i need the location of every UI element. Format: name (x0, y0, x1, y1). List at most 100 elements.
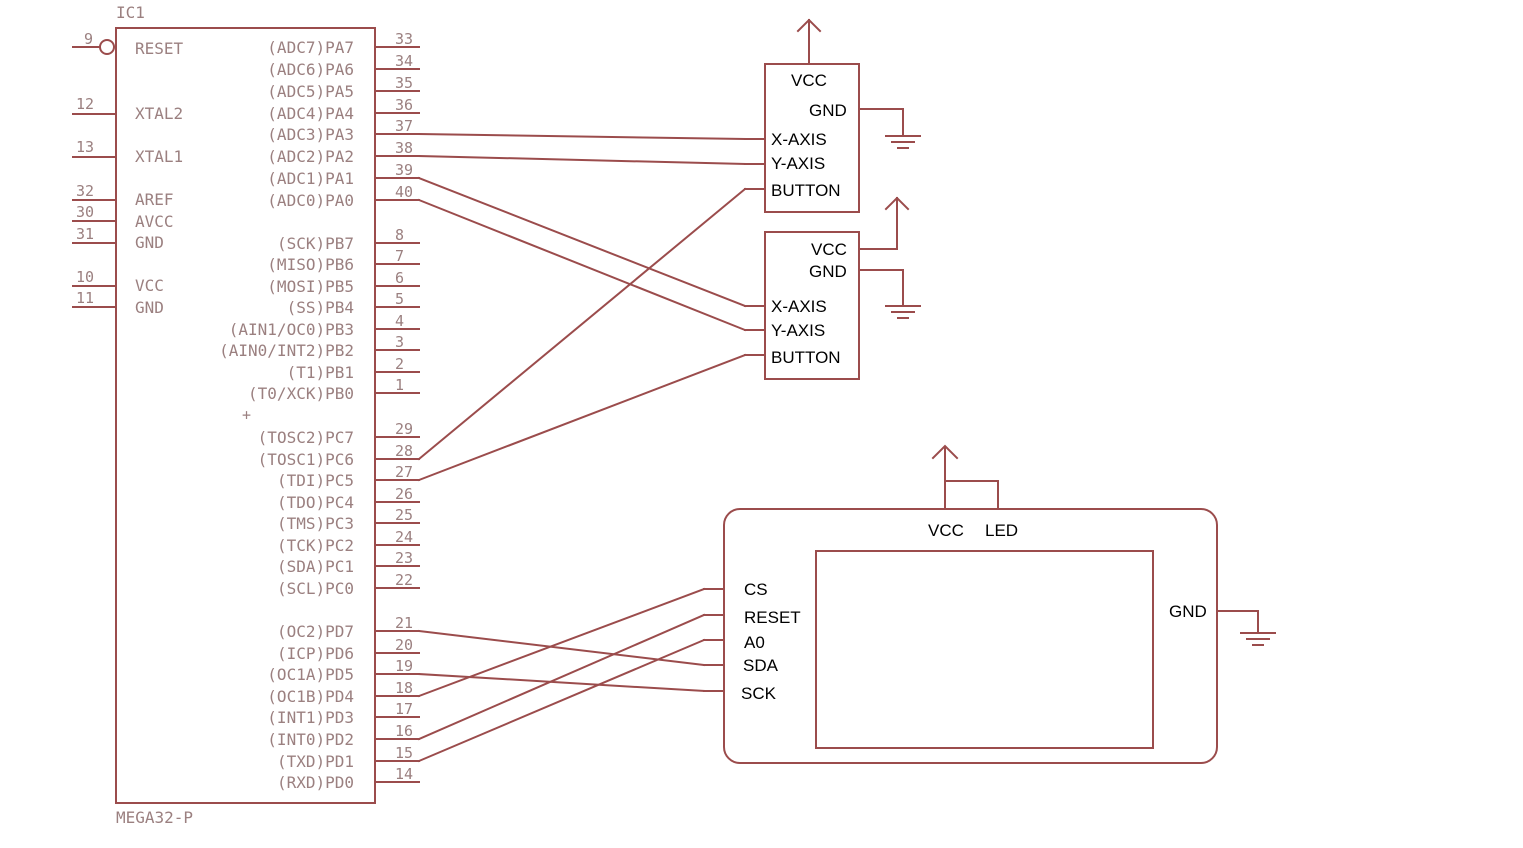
pin-label: AREF (135, 190, 174, 209)
gnd-wire (1216, 610, 1259, 634)
wire-pd2-reset (417, 613, 706, 741)
pin-label: (TMS)PC3 (277, 514, 354, 533)
pin-number: 40 (395, 183, 413, 201)
lcd-sda-label: SDA (743, 656, 779, 675)
pin-number: 24 (395, 528, 413, 546)
pin-label: (TOSC1)PC6 (258, 450, 354, 469)
vcc-led-wire (944, 480, 999, 510)
pin-number: 33 (395, 30, 413, 48)
pin-label: (T1)PB1 (287, 363, 354, 382)
joystick-1-x-label: X-AXIS (771, 130, 827, 149)
lcd-vcc-label: VCC (928, 521, 964, 540)
pin-number: 27 (395, 463, 413, 481)
pin-label: (INT1)PD3 (267, 708, 354, 727)
pin-number: 32 (76, 182, 94, 200)
pin-label: XTAL2 (135, 104, 183, 123)
ic-part: MEGA32-P (116, 808, 193, 827)
pin-label: (SDA)PC1 (277, 557, 354, 576)
lcd-body (723, 508, 1218, 764)
pin-number: 30 (76, 203, 94, 221)
pin-label: (RXD)PD0 (277, 773, 354, 792)
pin-label: (SCK)PB7 (277, 234, 354, 253)
wire-pa3-x1 (417, 132, 747, 141)
joystick-1-gnd-label: GND (809, 101, 847, 120)
joystick-2: VCC GND X-AXIS Y-AXIS BUTTON (744, 196, 921, 380)
wire-pd5-sck (417, 672, 706, 693)
origin-cross: + (242, 406, 251, 424)
lcd-reset-label: RESET (744, 608, 801, 627)
pin-number: 31 (76, 225, 94, 243)
lcd-gnd-label: GND (1169, 602, 1207, 621)
ic-body (115, 27, 376, 804)
pin-number: 35 (395, 74, 413, 92)
pin-number: 5 (395, 290, 404, 308)
wire-pa1-x2 (417, 176, 747, 308)
pin-label: (ADC7)PA7 (267, 38, 354, 57)
pin-label: (SS)PB4 (287, 298, 354, 317)
pin-number: 22 (395, 571, 413, 589)
pin-number: 1 (395, 376, 404, 394)
pin-number: 12 (76, 95, 94, 113)
lcd-a0-label: A0 (744, 633, 765, 652)
pin-label: (TDI)PC5 (277, 471, 354, 490)
lcd-sck-label: SCK (741, 684, 777, 703)
pin-label: (T0/XCK)PB0 (248, 384, 354, 403)
pin-label: (OC2)PD7 (277, 622, 354, 641)
pin-label: AVCC (135, 212, 174, 231)
pin-number: 13 (76, 138, 94, 156)
vcc-arrow-icon (931, 444, 959, 460)
pin-label: (INT0)PD2 (267, 730, 354, 749)
lcd-module: VCC LED GND CS RESET A0 SDA SCK (703, 444, 1276, 764)
pin-number: 36 (395, 96, 413, 114)
lcd-cs-label: CS (744, 580, 768, 599)
pin-number: 37 (395, 117, 413, 135)
pin-label: (TXD)PD1 (277, 752, 354, 771)
pin-label: GND (135, 298, 164, 317)
pin-number: 26 (395, 485, 413, 503)
lcd-led-label: LED (985, 521, 1018, 540)
pin-label: RESET (135, 39, 184, 58)
pin-label: (ADC3)PA3 (267, 125, 354, 144)
ic-right-pins: 33(ADC7)PA734(ADC6)PA635(ADC5)PA536(ADC4… (219, 30, 420, 792)
pin-label: (TOSC2)PC7 (258, 428, 354, 447)
nets (417, 132, 747, 763)
pin-number: 18 (395, 679, 413, 697)
joystick-2-vcc-label: VCC (811, 240, 847, 259)
wire-pa2-y1 (417, 154, 747, 166)
pin-number: 14 (395, 765, 413, 783)
wire-pa0-y2 (417, 198, 747, 332)
pin-number: 10 (76, 268, 94, 286)
wire-pd1-a0 (417, 638, 706, 763)
pin-label: (ADC5)PA5 (267, 82, 354, 101)
pin-number: 8 (395, 226, 404, 244)
pin-label: (ADC0)PA0 (267, 191, 354, 210)
pin-number: 39 (395, 161, 413, 179)
vcc-arrow-icon (796, 18, 822, 33)
joystick-1-y-label: Y-AXIS (771, 154, 825, 173)
pin-label: (OC1A)PD5 (267, 665, 354, 684)
joystick-1-vcc-label: VCC (791, 71, 827, 90)
pin-number: 21 (395, 614, 413, 632)
inversion-bubble (99, 39, 115, 55)
lcd-screen (815, 550, 1154, 749)
pin-label: (SCL)PC0 (277, 579, 354, 598)
ic-left-pins: 9 RESET 12 XTAL2 13 XTAL1 32 AREF 30 AVC… (72, 30, 184, 317)
joystick-2-x-label: X-AXIS (771, 297, 827, 316)
pin-number: 7 (395, 247, 404, 265)
vcc-arrow-icon (884, 196, 910, 211)
pin-label: (TDO)PC4 (277, 493, 354, 512)
pin-number: 16 (395, 722, 413, 740)
pin-label: GND (135, 233, 164, 252)
pin-label: (ADC6)PA6 (267, 60, 354, 79)
pin-number: 17 (395, 700, 413, 718)
pin-label: (OC1B)PD4 (267, 687, 354, 706)
pin-label: (AIN0/INT2)PB2 (219, 341, 354, 360)
pin-label: (ICP)PD6 (277, 644, 354, 663)
pin-label: (AIN1/OC0)PB3 (229, 320, 354, 339)
pin-label: VCC (135, 276, 164, 295)
pin-label: (MOSI)PB5 (267, 277, 354, 296)
pin-number: 3 (395, 333, 404, 351)
wire-pc5-button2 (417, 353, 747, 482)
joystick-2-gnd-label: GND (809, 262, 847, 281)
